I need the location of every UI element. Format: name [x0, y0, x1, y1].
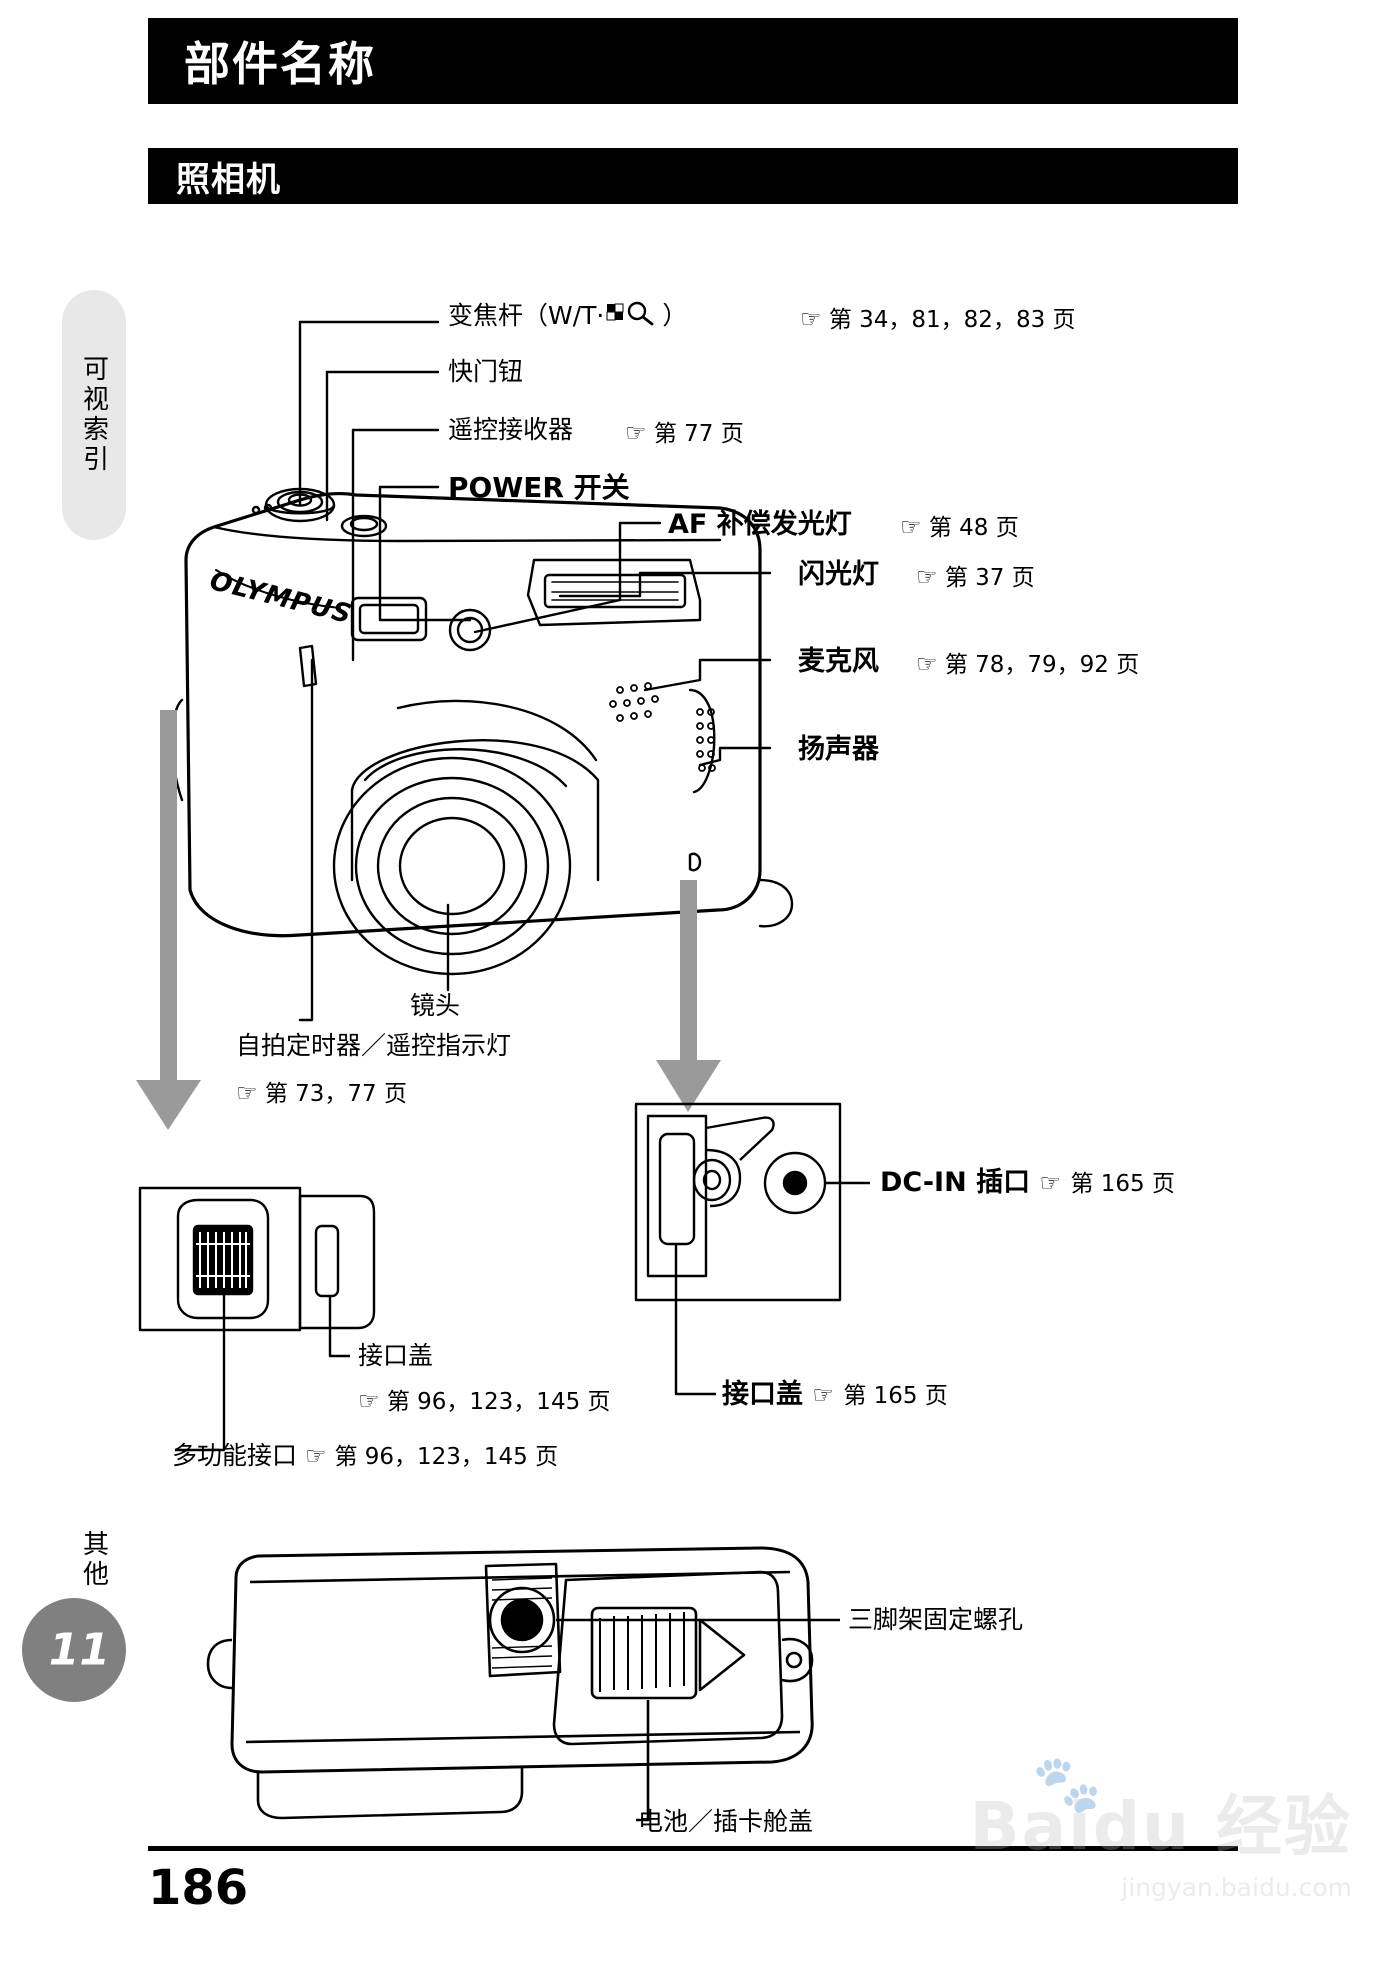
callout-microphone-ref: ☞ 第 78，79，92 页 [916, 649, 1139, 680]
callout-zoom-lever-ref: ☞ 第 34，81，82，83 页 [800, 304, 1076, 335]
pointing-hand-icon-5: ☞ [916, 650, 938, 678]
callout-connector-cover-2-label: 接口盖 [722, 1379, 803, 1410]
callout-zoom-lever-label: 变焦杆（W/T· [448, 301, 605, 330]
callout-af-illuminator-ref: ☞ 第 48 页 [900, 512, 1019, 543]
pointing-hand-icon-2: ☞ [625, 419, 647, 447]
side-other-tab: 其他 [62, 1530, 126, 1590]
pointing-hand-icon-6: ☞ [236, 1079, 258, 1107]
callout-lens: 镜头 [410, 991, 461, 1020]
callout-power-switch: POWER 开关 [448, 471, 630, 504]
callout-flash-ref-text: 第 37 页 [944, 565, 1035, 591]
page-title-bar: 部件名称 [148, 18, 1238, 104]
callout-zoom-lever-label-close: ） [662, 301, 688, 330]
callout-zoom-lever: 变焦杆（W/T· ） [448, 300, 687, 334]
callout-connector-cover-1-ref-text: 第 96，123，145 页 [386, 1389, 611, 1415]
callout-selftimer-lamp: 自拍定时器／遥控指示灯 [236, 1031, 512, 1060]
callout-flash-ref: ☞ 第 37 页 [916, 562, 1035, 593]
side-other-tab-label: 其他 [78, 1530, 109, 1590]
callout-speaker: 扬声器 [798, 734, 879, 765]
callout-zoom-lever-ref-text: 第 34，81，82，83 页 [828, 307, 1076, 333]
callout-microphone: 麦克风 [798, 646, 879, 677]
pointing-hand-icon-10: ☞ [812, 1381, 834, 1409]
pointing-hand-icon-7: ☞ [358, 1387, 380, 1415]
callout-selftimer-lamp-ref-text: 第 73，77 页 [264, 1081, 407, 1107]
callout-af-illuminator: AF 补偿发光灯 [668, 509, 852, 540]
arrow-down-right [656, 880, 721, 1112]
footer-rule [148, 1846, 1238, 1851]
callout-flash: 闪光灯 [798, 559, 879, 590]
callout-battery-cover: 电池／插卡舱盖 [638, 1807, 814, 1836]
chapter-badge-number: 11 [48, 1624, 110, 1676]
callout-multi-connector-label: 多功能接口 [172, 1441, 298, 1470]
callout-multi-connector-ref-text: 第 96，123，145 页 [334, 1444, 559, 1470]
callout-connector-cover-1-ref: ☞ 第 96，123，145 页 [358, 1386, 611, 1417]
callout-selftimer-lamp-ref: ☞ 第 73，77 页 [236, 1078, 407, 1109]
pointing-hand-icon-9: ☞ [1039, 1169, 1062, 1197]
pointing-hand-icon: ☞ [800, 305, 822, 333]
callout-dc-in-jack-ref-text: 第 165 页 [1070, 1171, 1175, 1197]
side-index-tab: 可视索引 [62, 290, 126, 540]
callout-microphone-ref-text: 第 78，79，92 页 [944, 652, 1140, 678]
callout-remote-receiver: 遥控接收器 [448, 415, 574, 444]
pointing-hand-icon-4: ☞ [916, 563, 938, 591]
page-title: 部件名称 [184, 37, 376, 91]
callout-remote-receiver-ref: ☞ 第 77 页 [625, 418, 744, 449]
callout-connector-cover-2-ref-text: 第 165 页 [843, 1383, 948, 1409]
callout-dc-in-jack: DC-IN 插口 ☞ 第 165 页 [880, 1166, 1175, 1200]
arrow-down-left [136, 710, 201, 1130]
pointing-hand-icon-8: ☞ [304, 1442, 327, 1470]
section-title: 照相机 [176, 159, 281, 200]
section-title-bar: 照相机 [148, 148, 1238, 204]
pointing-hand-icon-3: ☞ [900, 513, 922, 541]
callout-shutter-button: 快门钮 [448, 357, 524, 386]
callout-connector-cover-2: 接口盖 ☞ 第 165 页 [722, 1378, 948, 1412]
zoom-wide-tele-icon [606, 302, 654, 326]
footer-page-number: 186 [148, 1860, 249, 1916]
callout-multi-connector: 多功能接口 ☞ 第 96，123，145 页 [172, 1440, 558, 1472]
callout-connector-cover-1: 接口盖 [358, 1341, 434, 1370]
callout-remote-receiver-ref-text: 第 77 页 [653, 421, 744, 447]
callout-tripod-socket: 三脚架固定螺孔 [848, 1605, 1024, 1634]
side-index-tab-label: 可视索引 [78, 355, 109, 475]
callout-dc-in-jack-label: DC-IN 插口 [880, 1167, 1031, 1198]
chapter-badge: 11 [22, 1598, 126, 1702]
callout-af-illuminator-ref-text: 第 48 页 [928, 515, 1019, 541]
